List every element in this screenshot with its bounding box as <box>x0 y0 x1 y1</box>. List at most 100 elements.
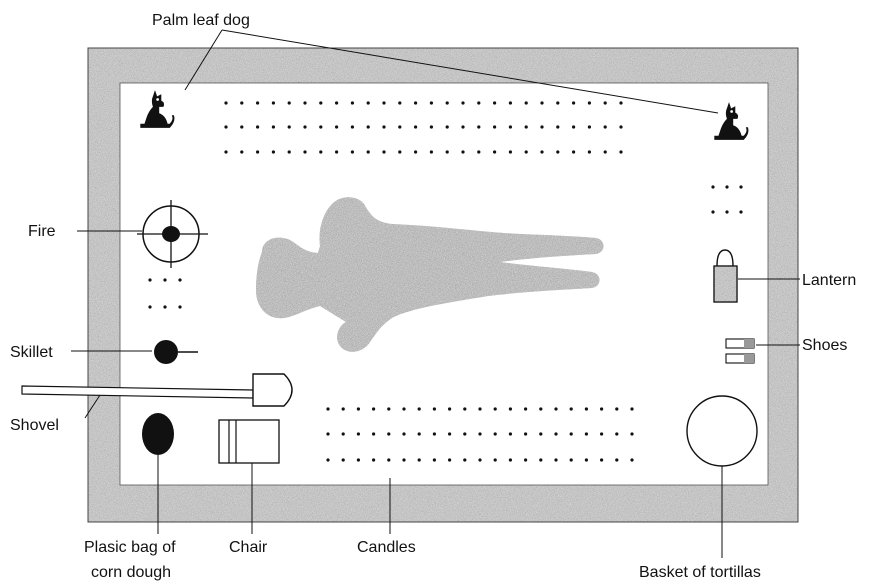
candle-dot <box>351 150 354 153</box>
candle-dot <box>342 407 345 410</box>
label-candles: Candles <box>357 539 416 556</box>
candle-dot <box>256 125 259 128</box>
candle-dot <box>477 101 480 104</box>
candle-dot <box>357 432 360 435</box>
candle-dot <box>524 458 527 461</box>
candle-dot <box>414 101 417 104</box>
candle-dot <box>540 150 543 153</box>
candle-dot <box>272 150 275 153</box>
candle-dot <box>509 150 512 153</box>
candle-dot <box>430 150 433 153</box>
candle-dot <box>256 150 259 153</box>
candle-dot <box>303 150 306 153</box>
candle-dot <box>240 125 243 128</box>
candle-dot <box>739 210 742 213</box>
candle-dot <box>342 458 345 461</box>
candle-dot <box>319 150 322 153</box>
candle-dot <box>433 458 436 461</box>
circle-basket-icon <box>687 396 757 466</box>
candle-dot <box>619 150 622 153</box>
candle-dot <box>335 125 338 128</box>
candle-dot <box>303 101 306 104</box>
label-skillet: Skillet <box>10 344 53 361</box>
candle-dot <box>448 407 451 410</box>
candle-dot <box>572 125 575 128</box>
candle-dot <box>372 458 375 461</box>
candle-dot <box>539 407 542 410</box>
candle-dot <box>477 125 480 128</box>
candle-dot <box>387 458 390 461</box>
candle-dot <box>494 432 497 435</box>
label-chair: Chair <box>229 539 268 556</box>
candle-dot <box>288 150 291 153</box>
candle-dot <box>604 101 607 104</box>
candle-dot <box>585 458 588 461</box>
candle-dot <box>478 458 481 461</box>
candle-dot <box>588 150 591 153</box>
candle-dot <box>461 125 464 128</box>
candle-dot <box>224 125 227 128</box>
candle-dot <box>414 125 417 128</box>
candle-dot <box>509 101 512 104</box>
candle-dot <box>494 458 497 461</box>
candle-dot <box>372 432 375 435</box>
candle-dot <box>539 458 542 461</box>
candle-dot <box>461 150 464 153</box>
candle-dot <box>725 210 728 213</box>
candle-dot <box>604 125 607 128</box>
candle-dot <box>382 150 385 153</box>
candle-dot <box>630 407 633 410</box>
candle-dot <box>446 125 449 128</box>
label-lantern: Lantern <box>802 272 856 289</box>
candle-dot <box>402 432 405 435</box>
candle-dot <box>256 101 259 104</box>
candle-dot <box>335 101 338 104</box>
candle-dot <box>509 458 512 461</box>
candle-dot <box>585 407 588 410</box>
candle-dot <box>414 150 417 153</box>
oval-bag-icon <box>142 413 174 455</box>
candle-dot <box>288 101 291 104</box>
candle-dot <box>725 185 728 188</box>
candle-dot <box>556 150 559 153</box>
candle-dot <box>148 278 151 281</box>
candle-dot <box>382 125 385 128</box>
candle-dot <box>351 101 354 104</box>
candle-dot <box>224 101 227 104</box>
candle-dot <box>461 101 464 104</box>
candle-dot <box>570 458 573 461</box>
candle-dot <box>326 407 329 410</box>
candle-dot <box>303 125 306 128</box>
candle-dot <box>288 125 291 128</box>
candle-dot <box>539 432 542 435</box>
candle-dot <box>326 432 329 435</box>
candle-dot <box>554 407 557 410</box>
candle-dot <box>524 432 527 435</box>
candle-dot <box>367 125 370 128</box>
candle-dot <box>402 407 405 410</box>
candle-dot <box>357 407 360 410</box>
candle-dot <box>446 101 449 104</box>
candle-dot <box>367 101 370 104</box>
candle-dot <box>554 458 557 461</box>
candle-dot <box>463 432 466 435</box>
candle-dot <box>619 125 622 128</box>
candle-dot <box>342 432 345 435</box>
candle-dot <box>604 150 607 153</box>
candle-dot <box>240 101 243 104</box>
candle-dot <box>163 278 166 281</box>
candle-dot <box>446 150 449 153</box>
candle-dot <box>588 101 591 104</box>
candle-dot <box>600 407 603 410</box>
candle-dot <box>556 125 559 128</box>
candle-dot <box>570 432 573 435</box>
candle-dot <box>711 185 714 188</box>
candle-dot <box>272 101 275 104</box>
candle-dot <box>630 458 633 461</box>
candle-dot <box>478 407 481 410</box>
candle-dot <box>357 458 360 461</box>
candle-dot <box>630 432 633 435</box>
candle-dot <box>224 150 227 153</box>
label-shovel: Shovel <box>10 417 59 434</box>
